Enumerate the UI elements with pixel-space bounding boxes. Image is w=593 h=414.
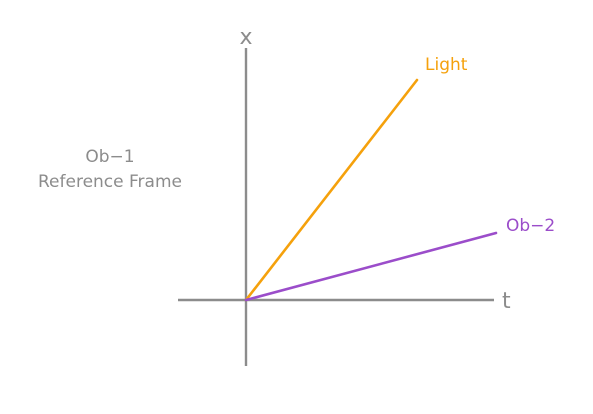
light-label: Light xyxy=(425,55,468,75)
ob2-worldline xyxy=(244,231,498,302)
light-worldline xyxy=(244,78,419,302)
frame-label-line2: Reference Frame xyxy=(38,172,182,192)
ob2-label: Ob−2 xyxy=(506,216,555,236)
vertical-axis-label: x xyxy=(239,25,252,50)
horizontal-axis-label: t xyxy=(502,289,511,314)
frame-label-line1: Ob−1 xyxy=(85,147,134,167)
